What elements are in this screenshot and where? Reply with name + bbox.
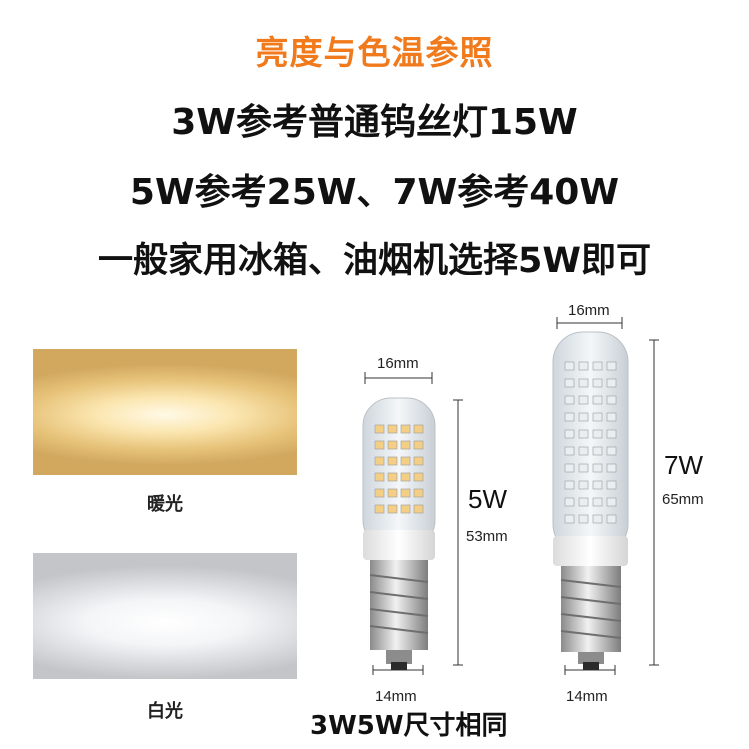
- small-bulb-icon: [362, 397, 436, 670]
- spec-line-3: 一般家用冰箱、油烟机选择5W即可: [98, 241, 651, 281]
- small-bulb-base-width: 14mm: [375, 688, 417, 705]
- size-note: 3W5W尺寸相同: [310, 711, 508, 741]
- large-bulb-wattage: 7W: [664, 450, 703, 480]
- page-title: 亮度与色温参照: [255, 33, 494, 72]
- large-bulb-icon: [552, 331, 629, 670]
- white-light-label: 白光: [147, 701, 183, 722]
- large-bulb-top-width: 16mm: [568, 302, 610, 319]
- small-bulb-top-width: 16mm: [377, 355, 419, 372]
- small-bulb-wattage: 5W: [468, 484, 507, 514]
- large-bulb-base-width: 14mm: [566, 688, 608, 705]
- white-light-swatch: [33, 553, 297, 679]
- small-bulb-height: 53mm: [466, 528, 508, 545]
- small-bulb-dimensions: [364, 372, 463, 675]
- spec-line-2: 5W参考25W、7W参考40W: [129, 172, 620, 213]
- spec-line-1: 3W参考普通钨丝灯15W: [171, 102, 578, 143]
- warm-light-label: 暖光: [147, 494, 183, 515]
- warm-light-swatch: [33, 349, 297, 475]
- large-bulb-height: 65mm: [662, 491, 704, 508]
